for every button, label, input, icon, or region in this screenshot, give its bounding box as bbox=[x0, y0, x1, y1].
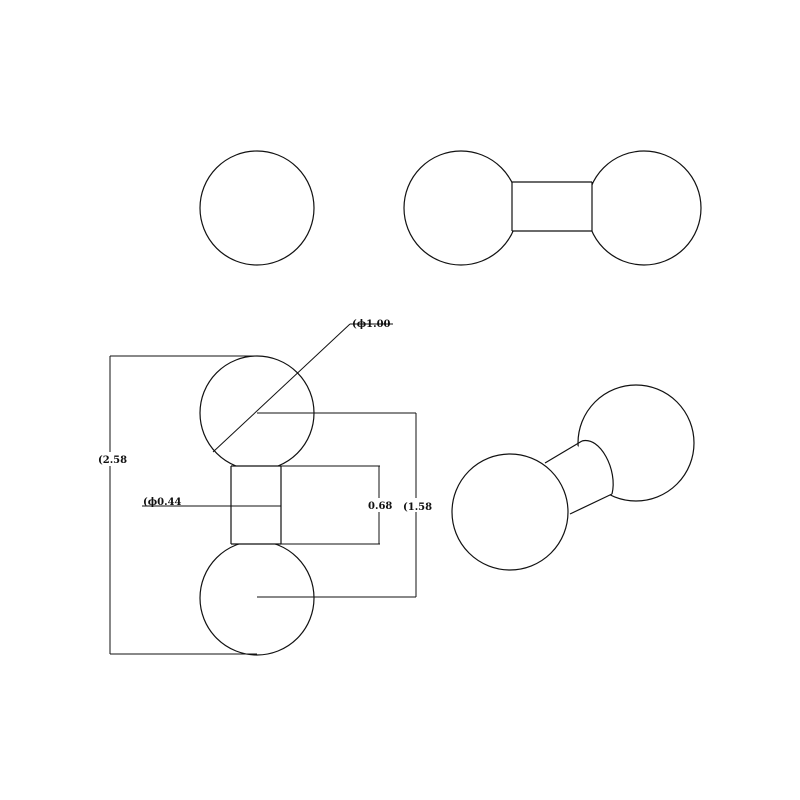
iso-view bbox=[451, 384, 695, 571]
left-ball bbox=[403, 150, 519, 266]
dimension-lines bbox=[109, 323, 417, 655]
ball-diameter-label: (ϕ1.00 bbox=[352, 319, 391, 330]
bottom-ball bbox=[199, 540, 315, 656]
center-distance-label: (1.58 bbox=[403, 502, 432, 513]
side-view bbox=[403, 150, 702, 266]
shaft-end bbox=[581, 440, 614, 495]
right-ball bbox=[586, 150, 702, 266]
top-view bbox=[199, 150, 315, 266]
shaft-diameter-label: (ϕ0.44 bbox=[143, 497, 182, 508]
front-ball bbox=[451, 453, 569, 571]
ball-outline bbox=[199, 150, 315, 266]
shaft-edge bbox=[544, 440, 583, 464]
dimension-labels: (2.58 (ϕ1.00 (ϕ0.44 0.68 (1.58 bbox=[96, 319, 432, 513]
shaft-length-label: 0.68 bbox=[368, 501, 392, 512]
shaft-edge bbox=[569, 493, 613, 515]
overall-length-label: (2.58 bbox=[98, 455, 127, 466]
diameter-leader bbox=[212, 323, 351, 453]
